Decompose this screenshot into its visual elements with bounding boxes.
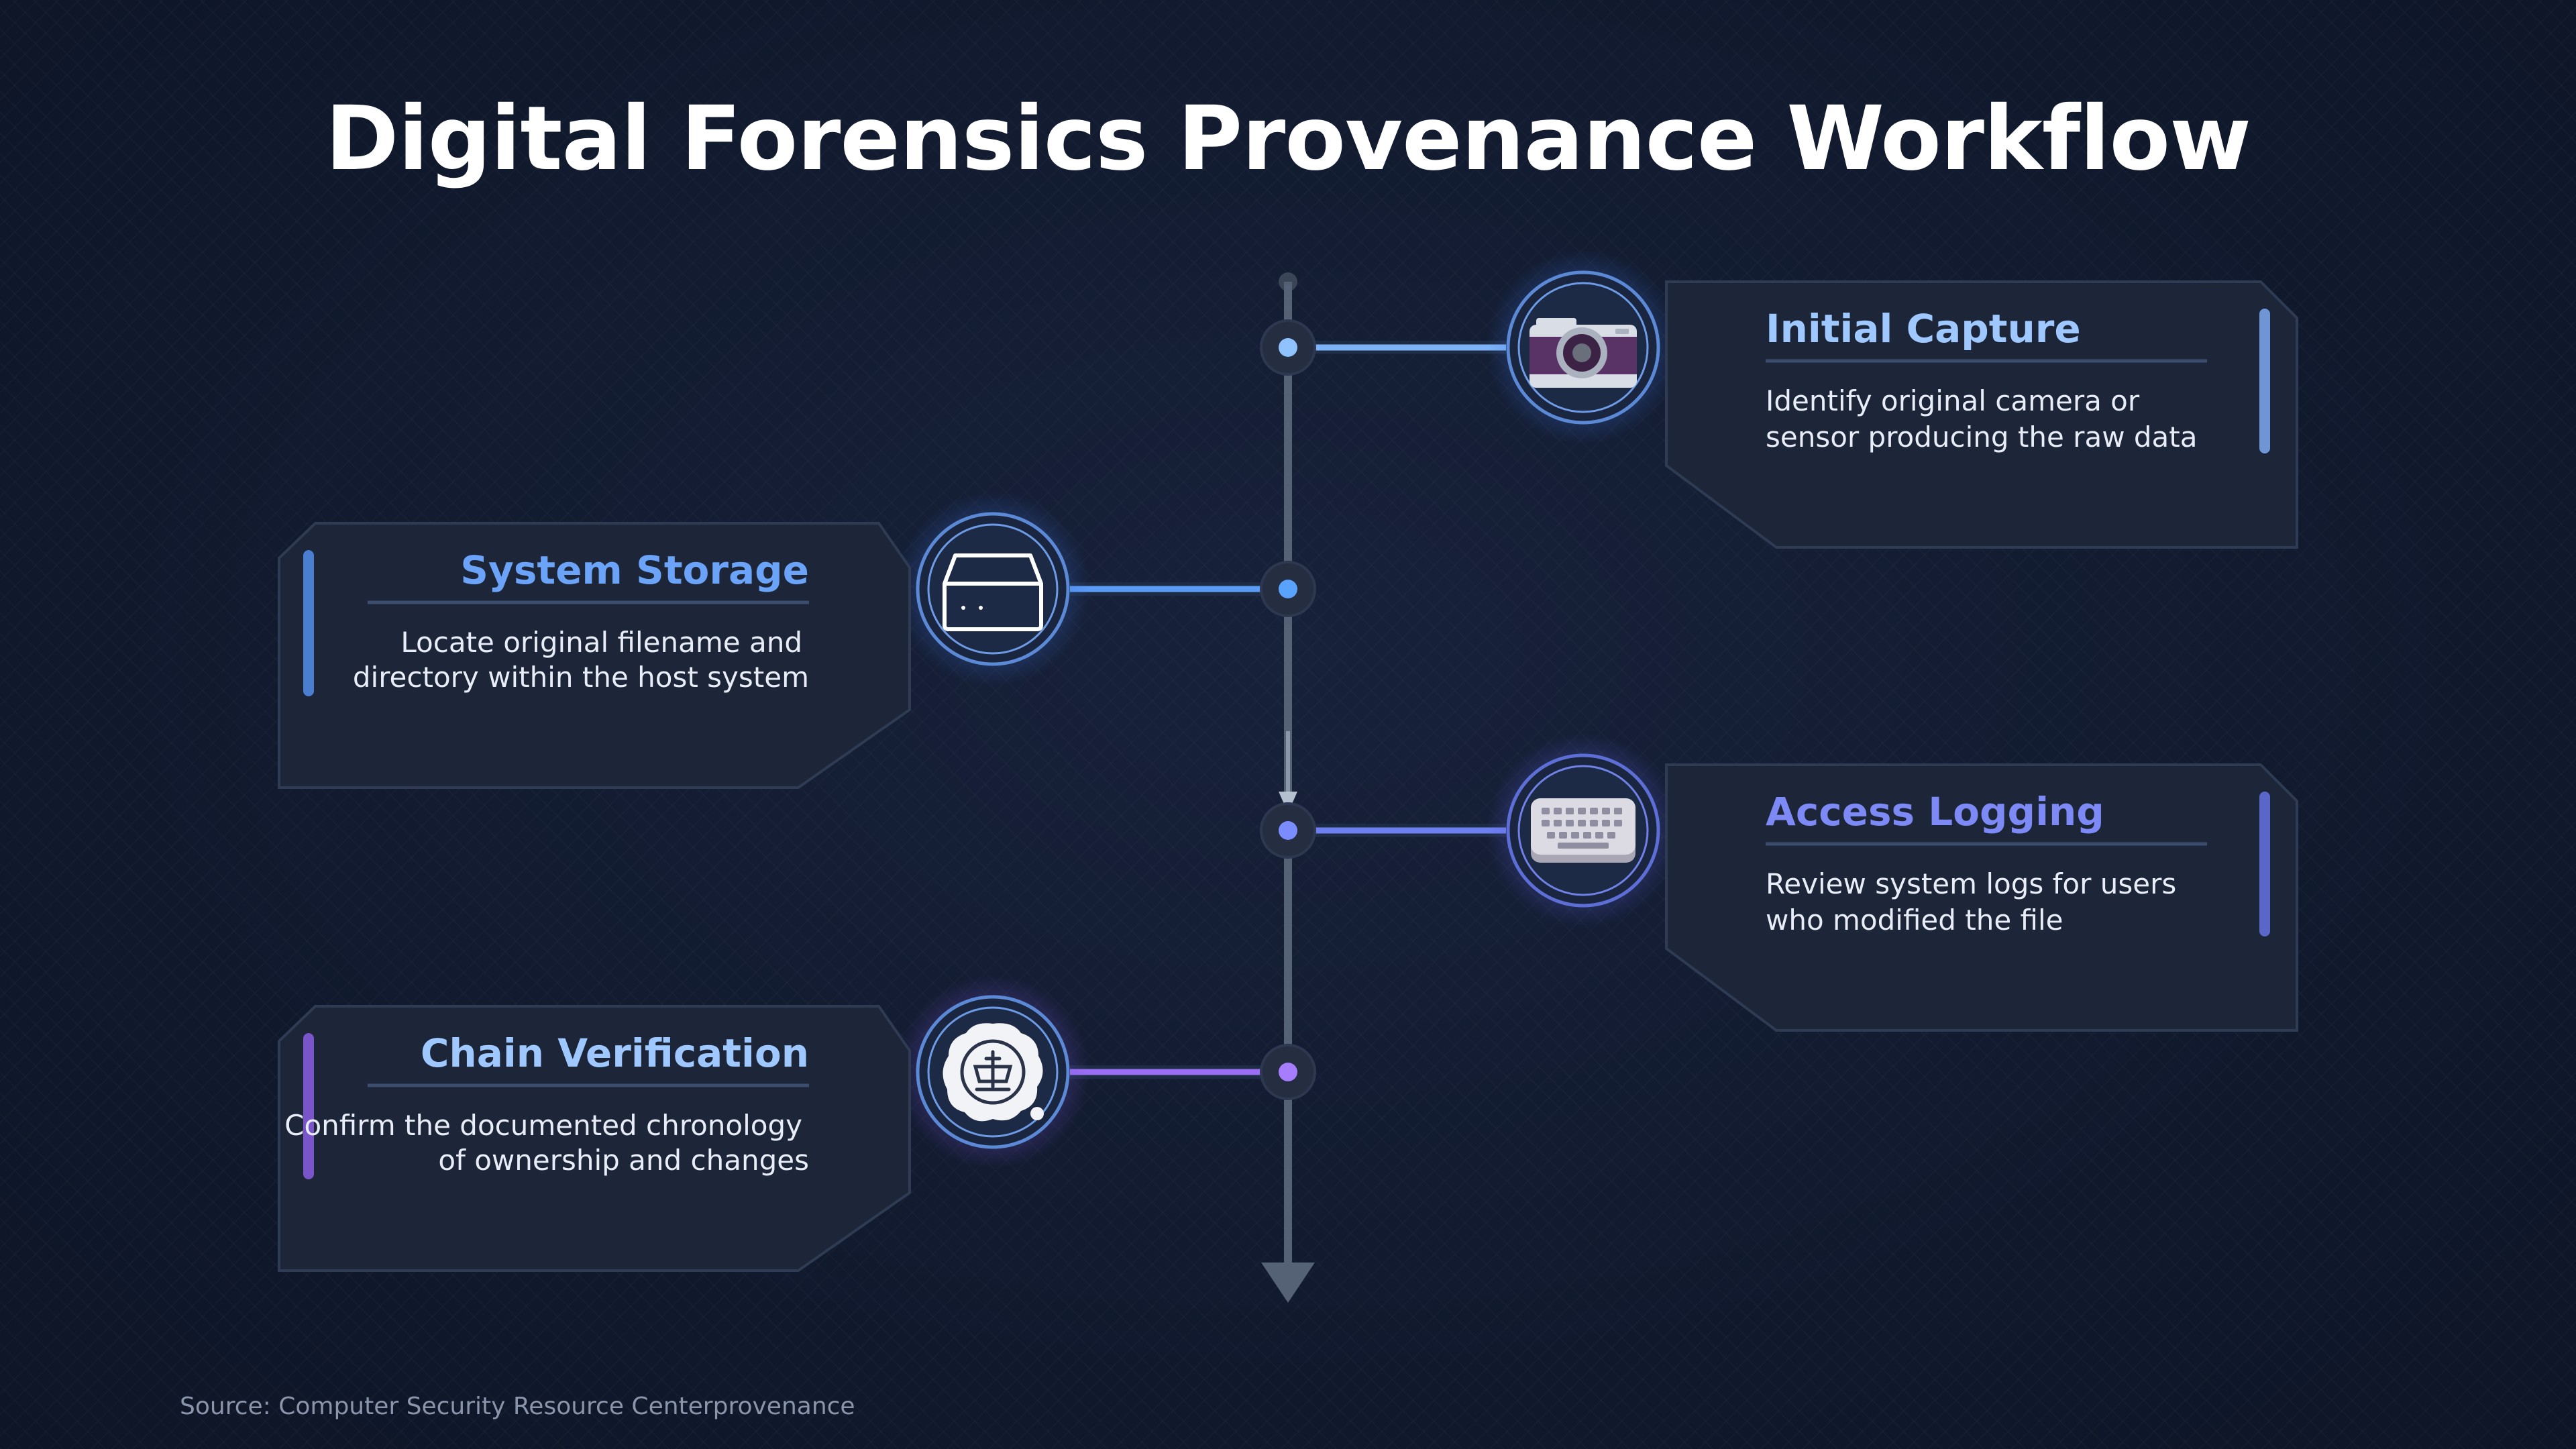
accent-bar (303, 1033, 314, 1179)
accent-bar (2259, 309, 2270, 453)
wax-seal-icon (943, 1023, 1044, 1122)
step-access-logging: Access Logging Review system logs for us… (1260, 733, 2298, 1032)
step-title: Initial Capture (1766, 306, 2081, 352)
timeline (1261, 272, 1315, 1303)
step-description-line: Confirm the documented chronology (284, 1109, 802, 1142)
step-title: Chain Verification (421, 1030, 809, 1076)
accent-bar (2259, 792, 2270, 936)
step-description-line: Review system logs for users (1766, 867, 2176, 900)
step-description-line: directory within the host system (353, 661, 809, 694)
card-chain-verification (278, 1005, 911, 1272)
step-description-line: Locate original filename and (400, 626, 802, 659)
source-caption: Source: Computer Security Resource Cente… (180, 1393, 855, 1420)
step-initial-capture: Initial Capture Identify original camera… (1260, 250, 2298, 549)
accent-bar (303, 550, 314, 696)
keyboard-icon (1531, 798, 1635, 863)
step-description-line: sensor producing the raw data (1766, 421, 2198, 453)
step-chain-verification: Chain Verification Confirm the documente… (278, 975, 1316, 1272)
card-access-logging (1665, 763, 2298, 1032)
step-description-line: Identify original camera or (1766, 384, 2140, 417)
step-system-storage: System Storage Locate original filename … (278, 492, 1316, 789)
timeline-end-arrow-icon (1261, 1263, 1315, 1303)
card-system-storage (278, 522, 911, 789)
storage-drive-icon (943, 553, 1043, 631)
step-title: Access Logging (1766, 789, 2104, 835)
camera-icon (1529, 318, 1637, 388)
step-title: System Storage (460, 547, 809, 593)
page-title: Digital Forensics Provenance Workflow (325, 87, 2251, 191)
card-initial-capture (1665, 280, 2298, 549)
step-description-line: of ownership and changes (438, 1144, 809, 1177)
step-description-line: who modified the file (1766, 904, 2063, 936)
